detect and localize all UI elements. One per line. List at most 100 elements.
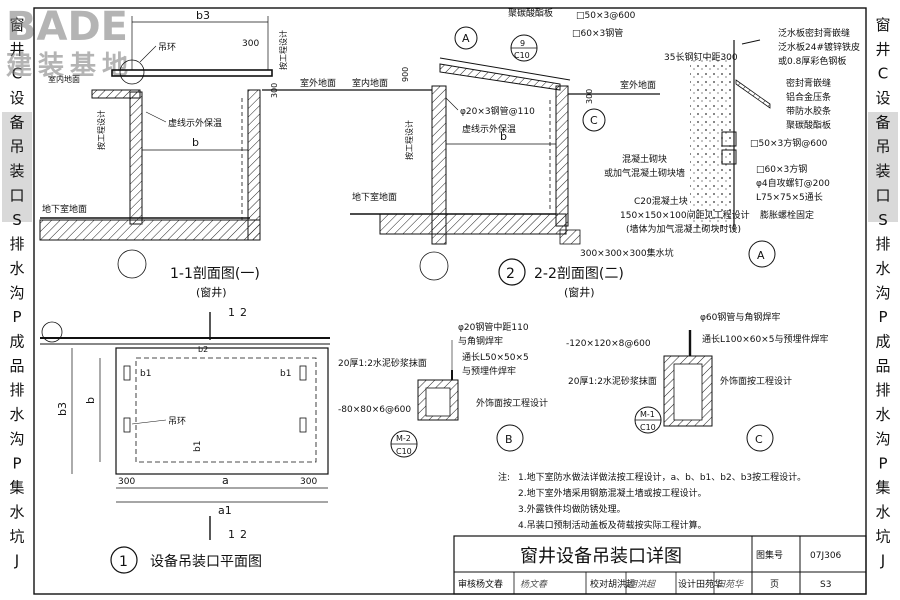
plan-caption: 设备吊装口平面图 — [150, 553, 262, 570]
designer-signature: 田苑华 — [716, 579, 744, 590]
dim-300-left: 300 — [118, 477, 135, 487]
indoor-floor-label-2: 室内地面 — [352, 77, 388, 89]
right_sidebar-char: 吊 — [875, 138, 890, 156]
weld-label-b2: 与预埋件焊牢 — [462, 365, 516, 377]
note-4: 4.吊装口预制活动盖板及荷载按实际工程计算。 — [518, 519, 707, 531]
dim-b3: b3 — [196, 9, 210, 22]
right-sidebar-highlight — [868, 112, 898, 222]
left_sidebar-char: 沟 — [9, 284, 24, 302]
dim-a1: a1 — [218, 504, 232, 517]
section2-number: 2 — [506, 266, 515, 282]
left_sidebar-char: 口 — [9, 186, 24, 204]
cut-mark-bottom: 1 — [228, 528, 235, 541]
dim-b-sec2: b — [500, 130, 507, 143]
detail-a-marker — [748, 240, 776, 268]
detail-c-marker — [746, 424, 774, 452]
left_sidebar-char: 排 — [9, 381, 24, 399]
weld-label-b: 与角钢焊牢 — [458, 335, 503, 347]
dim-b1-bottom: b1 — [193, 441, 203, 452]
left_sidebar-char: 坑 — [9, 527, 24, 545]
section1-caption: 1-1剖面图(一) — [170, 266, 260, 282]
right_sidebar-char: J — [880, 552, 885, 570]
flashing-label-2: 或0.8厚彩色钢板 — [778, 55, 846, 67]
polycarbonate-label: 聚碳酸酯板 — [508, 7, 553, 19]
angle-label-b: 通长L50×50×5 — [462, 351, 529, 363]
plan-outer-rect — [115, 347, 329, 475]
right_sidebar-char: 井 — [875, 40, 890, 58]
detail-a: 35长钢钉中距300 泛水板密封膏嵌缝 泛水板24#镀锌铁皮 或0.8厚彩色钢板… — [604, 27, 860, 268]
right_sidebar-char: 排 — [875, 381, 890, 399]
seal-label-2: 密封膏嵌缝 — [786, 77, 831, 89]
flashing-seal-label: 泛水板密封膏嵌缝 — [778, 27, 850, 39]
left_sidebar-char: 水 — [9, 259, 24, 277]
dim-b3-plan: b3 — [56, 402, 69, 416]
right_sidebar-char: C — [878, 65, 888, 83]
left-sidebar-highlight — [2, 112, 32, 222]
title-block: 窗井设备吊装口详图 图集号 07J306 审核杨文春 杨文春 校对胡洪超 胡洪超… — [453, 535, 867, 595]
angle-label: L75×75×5通长 — [756, 191, 823, 203]
plan-inner-rect — [135, 357, 317, 463]
ref-c-top: M-1 — [640, 410, 655, 419]
right_sidebar-char: S — [878, 211, 888, 229]
left_sidebar-char: J — [14, 552, 19, 570]
steel-60-label: □60×3钢管 — [572, 27, 623, 39]
left_sidebar-char: P — [12, 454, 21, 472]
steel-50-label-a: □50×3方钢@600 — [750, 137, 828, 149]
ref-b-bottom: C10 — [396, 447, 412, 456]
left_sidebar-char: 备 — [9, 113, 24, 131]
reviewer: 审核杨文春 — [458, 578, 503, 590]
indoor-floor-label: 室内地面 — [48, 74, 80, 84]
inner-wall-2 — [431, 85, 447, 245]
section-1-1: b3 300 吊环 室内地面 室外地面 300 按工程设计 虚线示外保温 b 按… — [39, 9, 350, 299]
left_sidebar-char: 设 — [9, 89, 24, 107]
dim-b1-left: b1 — [140, 369, 151, 379]
inner-wall — [129, 91, 143, 225]
watermark-logo: BADE 建装基地 — [6, 4, 134, 81]
notes-title: 注: — [498, 471, 510, 483]
left_sidebar-char: 吊 — [9, 138, 24, 156]
dim-300-sec2: 300 — [585, 89, 594, 104]
right_sidebar-char: 水 — [875, 503, 890, 521]
section2-caption: 2-2剖面图(二) — [534, 266, 624, 282]
right_sidebar-char: 沟 — [875, 284, 890, 302]
ref-a-sub: 9 — [520, 39, 525, 48]
tape-label-2: 带防水胶条 — [786, 105, 831, 117]
watermark-subtitle: 建装基地 — [6, 51, 134, 81]
dim-a: a — [222, 474, 229, 487]
cut-mark-top: 1 — [228, 306, 235, 319]
designer: 设计田苑华 — [678, 578, 723, 590]
right_sidebar-char: P — [878, 308, 887, 326]
follow-design-label-3: 按工程设计 — [404, 120, 414, 160]
insulation-note-2: 虚线示外保温 — [462, 123, 516, 135]
page-number: S3 — [820, 580, 831, 590]
ref-a-letter: A — [462, 32, 470, 45]
dim-300-right: 300 — [300, 477, 317, 487]
drawing-frame — [33, 7, 867, 595]
finish-label-c: 外饰面按工程设计 — [720, 375, 792, 387]
right_sidebar-char: 口 — [875, 186, 890, 204]
hook-label-plan: 吊环 — [168, 416, 186, 427]
follow-design-label-2: 按工程设计 — [96, 110, 106, 150]
right_sidebar-char: 集 — [875, 479, 890, 497]
left_sidebar-char: S — [12, 211, 22, 229]
right_sidebar-char: 沟 — [875, 430, 890, 448]
plate-label-b: -80×80×6@600 — [338, 405, 411, 415]
checker: 校对胡洪超 — [590, 578, 635, 590]
left_sidebar-char: 装 — [9, 162, 24, 180]
section-2-2: A 9 C10 聚碳酸酯板 □50×3@600 □60×3钢管 室内地面 900… — [350, 7, 674, 299]
atlas-label: 图集号 — [756, 549, 783, 561]
section1-caption-2: (窗井) — [196, 285, 227, 299]
dim-b1-right: b1 — [280, 369, 291, 379]
cut-mark-top-2: 2 — [240, 306, 247, 319]
left_sidebar-char: 成 — [9, 333, 24, 351]
detail-b-letter: B — [505, 433, 513, 446]
outdoor-floor-label-2: 室外地面 — [620, 79, 656, 91]
right_sidebar-char: 排 — [875, 235, 890, 253]
right_sidebar-char: 窗 — [875, 16, 890, 34]
left_sidebar-char: 沟 — [9, 430, 24, 448]
dim-b-plan: b — [84, 397, 97, 404]
detail-c: φ60钢管与角钢焊牢 -120×120×8@600 通长L100×60×5与预埋… — [566, 311, 828, 452]
nail-label: 35长钢钉中距300 — [664, 51, 738, 63]
